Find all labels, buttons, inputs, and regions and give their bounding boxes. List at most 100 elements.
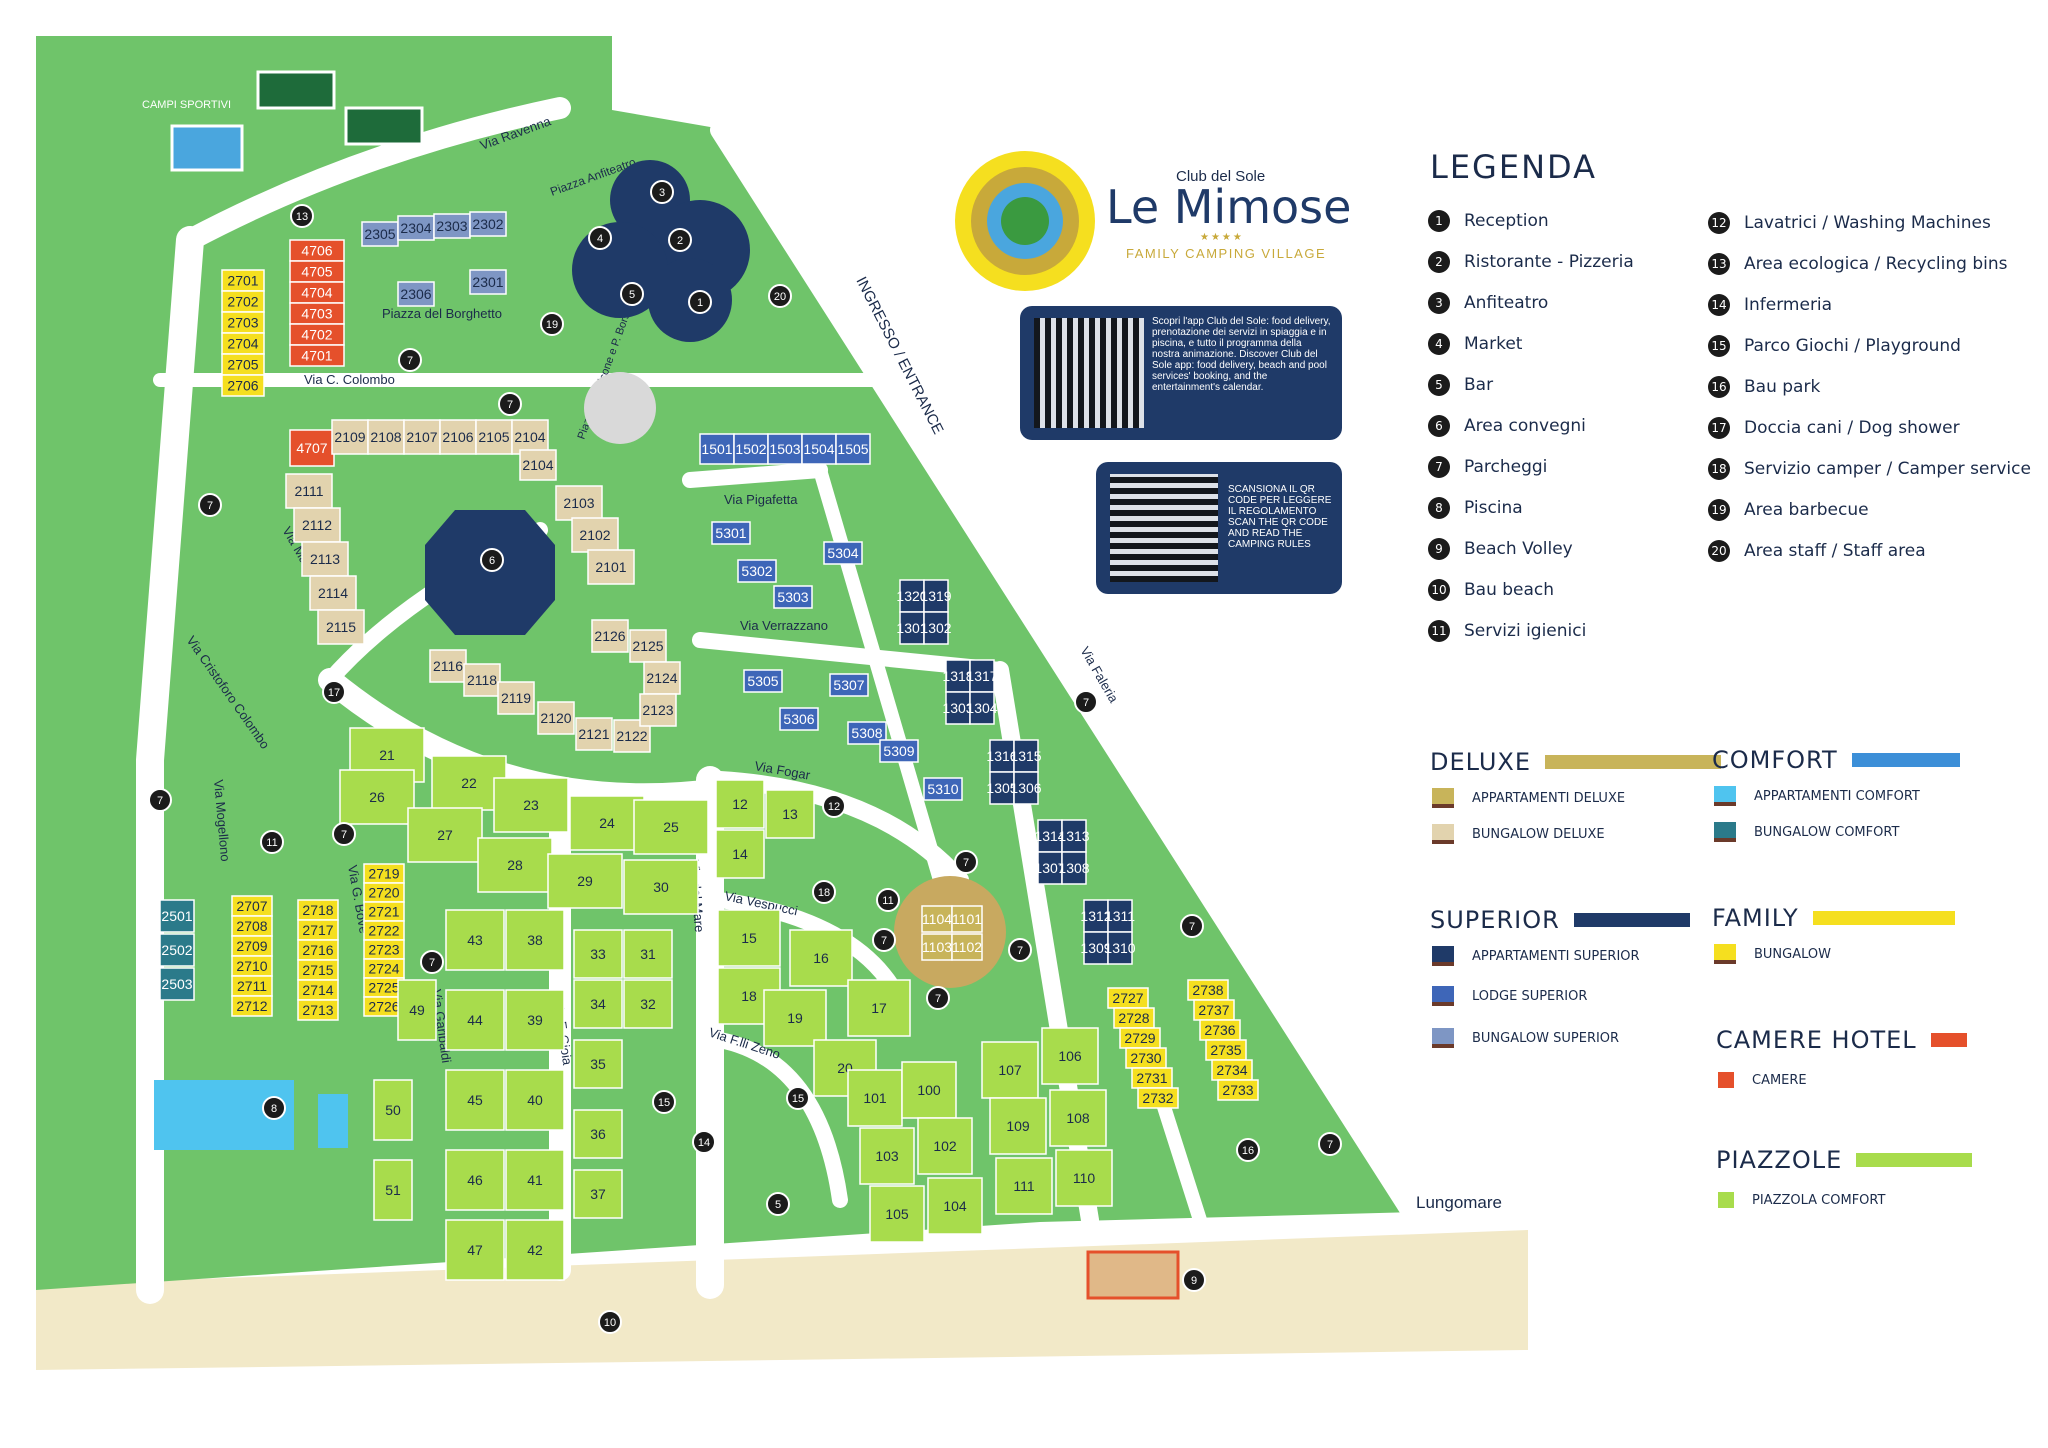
- qr-code-app[interactable]: [1034, 318, 1144, 428]
- unit-shape: [505, 989, 565, 1051]
- poi-marker[interactable]: 7: [1180, 914, 1204, 938]
- map-unit: 2706: [221, 374, 265, 397]
- sw-bung-deluxe: BUNGALOW DELUXE: [1432, 824, 1605, 844]
- unit-number: 2720: [368, 885, 399, 901]
- unit-number: 33: [590, 946, 606, 962]
- poi-number: 10: [604, 1317, 616, 1329]
- poi-badge: [768, 284, 792, 308]
- map-unit: 111: [995, 1157, 1053, 1215]
- map-unit: 109: [989, 1097, 1047, 1155]
- unit-number: 2713: [302, 1002, 333, 1018]
- unit-number: 2123: [642, 702, 673, 718]
- poi-marker[interactable]: 9: [1182, 1268, 1206, 1292]
- unit-shape: [407, 807, 483, 863]
- poi-marker[interactable]: 7: [1074, 690, 1098, 714]
- legend-label: Bar: [1464, 375, 1494, 395]
- unit-number: 5310: [927, 781, 958, 797]
- unit-number: 2733: [1222, 1082, 1253, 1098]
- unit-number: 2704: [227, 336, 258, 352]
- unit-number: 2721: [368, 904, 399, 920]
- poi-marker[interactable]: 13: [290, 204, 314, 228]
- poi-marker[interactable]: 12: [822, 794, 846, 818]
- poi-badge: [1180, 914, 1204, 938]
- poi-marker[interactable]: 15: [652, 1090, 676, 1114]
- map-unit: 2701: [221, 269, 265, 292]
- map-unit: 2724: [363, 958, 405, 979]
- poi-marker[interactable]: 14: [692, 1130, 716, 1154]
- unit-number: 1319: [920, 588, 951, 604]
- poi-marker[interactable]: 8: [262, 1096, 286, 1120]
- poi-marker[interactable]: 5: [766, 1192, 790, 1216]
- unit-shape: [1107, 931, 1133, 965]
- unit-shape: [511, 419, 549, 455]
- map-unit: 1101: [951, 905, 983, 933]
- poi-number: 7: [935, 993, 941, 1005]
- poi-marker[interactable]: 19: [540, 312, 564, 336]
- map-unit: 36: [573, 1109, 623, 1159]
- map-unit: 2111: [285, 473, 333, 509]
- poi-marker[interactable]: 11: [260, 830, 284, 854]
- map-unit: 16: [789, 929, 853, 987]
- poi-marker[interactable]: 11: [876, 888, 900, 912]
- sw-lodge-superior: LODGE SUPERIOR: [1432, 986, 1587, 1006]
- poi-marker[interactable]: 3: [650, 180, 674, 204]
- unit-shape: [555, 485, 603, 521]
- poi-marker[interactable]: 2: [668, 228, 692, 252]
- poi-marker[interactable]: 7: [420, 950, 444, 974]
- unit-number: 2726: [368, 999, 399, 1015]
- poi-marker[interactable]: 4: [588, 226, 612, 250]
- poi-marker[interactable]: 15: [786, 1086, 810, 1110]
- poi-marker[interactable]: 17: [322, 680, 346, 704]
- poi-marker[interactable]: 20: [768, 284, 792, 308]
- poi-marker[interactable]: 7: [872, 928, 896, 952]
- label-via-colombo-c: Via C. Colombo: [304, 372, 395, 387]
- map-unit: 2716: [297, 939, 339, 961]
- poi-marker[interactable]: 7: [398, 348, 422, 372]
- poi-marker[interactable]: 7: [954, 850, 978, 874]
- unit-number: 2705: [227, 357, 258, 373]
- map-unit: 5308: [847, 721, 887, 745]
- map-unit: 1316: [986, 739, 1018, 773]
- poi-marker[interactable]: 7: [148, 788, 172, 812]
- poi-marker[interactable]: 10: [598, 1310, 622, 1334]
- unit-shape: [159, 899, 195, 933]
- unit-number: 2723: [368, 942, 399, 958]
- map-unit: 2705: [221, 353, 265, 376]
- poi-marker[interactable]: 18: [812, 880, 836, 904]
- map-unit: 2704: [221, 332, 265, 355]
- unit-shape: [1041, 1027, 1099, 1085]
- poi-marker[interactable]: 7: [926, 986, 950, 1010]
- map-unit: 28: [477, 837, 553, 893]
- unit-number: 1301: [896, 620, 927, 636]
- poi-marker[interactable]: 6: [480, 548, 504, 572]
- unit-shape: [789, 929, 853, 987]
- unit-number: 1102: [952, 939, 982, 955]
- map-unit: 2703: [221, 311, 265, 334]
- unit-number: 27: [437, 827, 453, 843]
- map-unit: 1503: [767, 433, 803, 465]
- map-unit: 2102: [571, 517, 619, 553]
- legend-label: Infermeria: [1744, 295, 1833, 315]
- unit-shape: [989, 771, 1015, 805]
- poi-number: 5: [775, 1199, 781, 1211]
- unit-shape: [623, 979, 673, 1029]
- poi-marker[interactable]: 7: [1318, 1132, 1342, 1156]
- poi-marker[interactable]: 1: [688, 290, 712, 314]
- poi-marker[interactable]: 7: [332, 822, 356, 846]
- legend-label: Area convegni: [1464, 416, 1586, 436]
- unit-shape: [429, 649, 467, 683]
- qr-code-rules[interactable]: [1110, 474, 1218, 582]
- poi-marker[interactable]: 5: [620, 282, 644, 306]
- map-unit: 2734: [1211, 1059, 1253, 1081]
- cat-comfort-bar: [1851, 753, 1960, 767]
- logo-stars: ★★★★: [1200, 232, 1244, 243]
- poi-marker[interactable]: 16: [1236, 1138, 1260, 1162]
- poi-marker[interactable]: 7: [198, 493, 222, 517]
- poi-marker[interactable]: 7: [1008, 938, 1032, 962]
- unit-number: 1317: [966, 668, 997, 684]
- unit-number: 5307: [833, 677, 864, 693]
- map-unit: 50: [373, 1079, 413, 1141]
- poi-marker[interactable]: 7: [498, 392, 522, 416]
